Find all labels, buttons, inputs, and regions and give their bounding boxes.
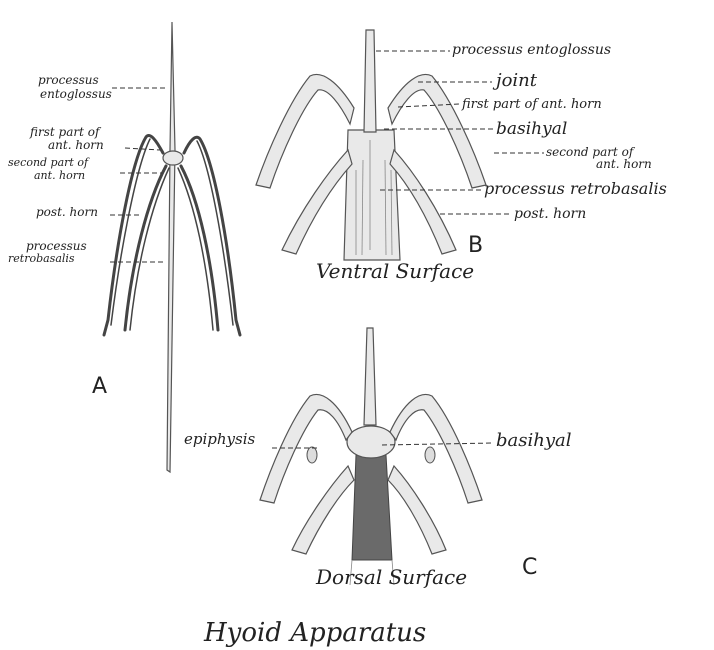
c-label-basihyal: basihyal (496, 430, 572, 451)
panel-b-letter: B (468, 233, 483, 258)
panel-b-drawing (256, 30, 486, 260)
a-label-post-horn: post. horn (36, 205, 98, 219)
b-label-retrobasalis: processus retrobasalis (484, 179, 667, 198)
panel-b-caption: Ventral Surface (316, 259, 474, 283)
a-label-retrobasalis-1: processus (26, 239, 87, 253)
panel-a-drawing (104, 22, 240, 472)
c-label-epiphysis: epiphysis (184, 430, 256, 448)
panel-c-drawing (260, 328, 482, 585)
a-label-entoglossus-1: processus (38, 73, 99, 87)
figure-title: Hyoid Apparatus (203, 618, 426, 648)
b-label-joint: joint (492, 70, 538, 91)
b-label-first-part: first part of ant. horn (461, 97, 602, 112)
b-label-second-part-2: ant. horn (596, 157, 652, 171)
a-label-second-part-2: ant. horn (34, 169, 85, 182)
a-label-entoglossus-2: entoglossus (40, 87, 112, 101)
a-label-first-part-1: first part of (29, 125, 102, 139)
b-label-post-horn: post. horn (514, 206, 586, 222)
a-label-retrobasalis-2: retrobasalis (8, 252, 75, 265)
a-label-first-part-2: ant. horn (48, 138, 104, 152)
b-label-basihyal: basihyal (496, 119, 567, 139)
a-label-second-part-1: second part of (8, 156, 90, 169)
panel-a-letter: A (92, 374, 107, 399)
b-label-entoglossus: processus entoglossus (452, 42, 611, 58)
panel-c-caption: Dorsal Surface (315, 565, 467, 589)
panel-c-letter: C (522, 555, 537, 580)
